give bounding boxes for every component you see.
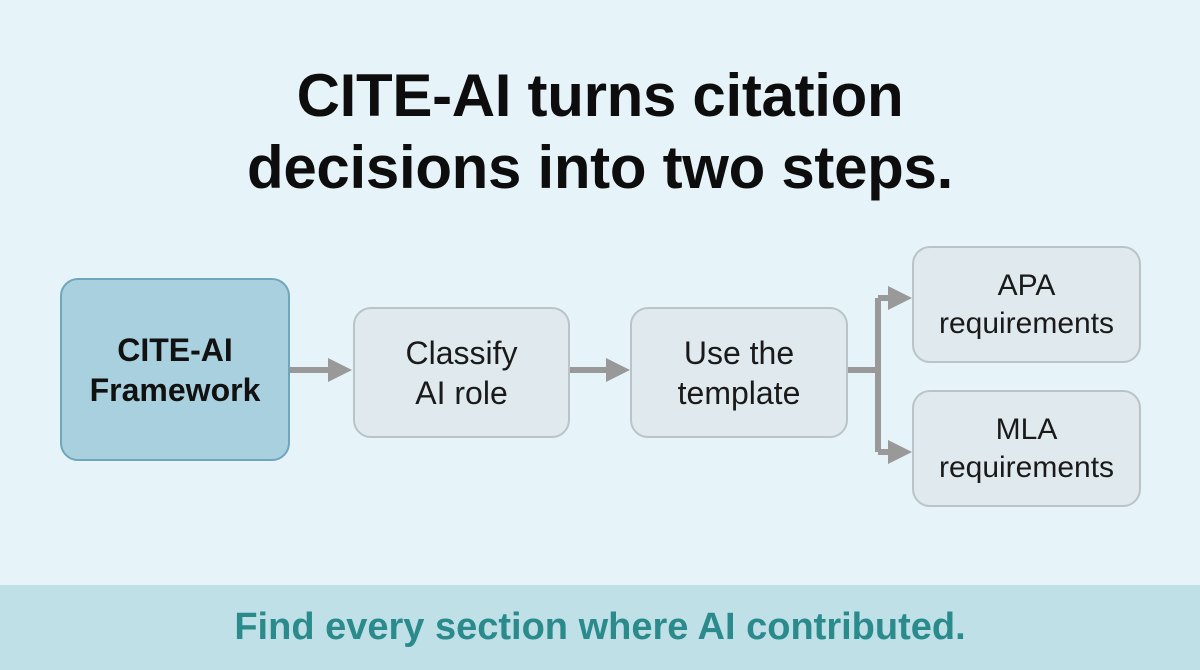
apa-label-line-2: requirements [938,306,1115,340]
framework-label-line-2: Framework [89,371,261,408]
classify-label-line-2: AI role [415,374,508,411]
classify-label-line-1: Classify [405,334,518,371]
mla-requirements-node: MLA requirements [912,390,1141,507]
arrowhead-classify [328,358,352,382]
template-label-line-2: template [677,374,801,411]
mla-label-line-2: requirements [938,450,1115,484]
arrowhead-apa [888,286,912,310]
apa-requirements-node: APA requirements [912,246,1141,363]
mla-label-line-1: MLA [995,412,1058,446]
cite-ai-framework-node: CITE-AI Framework [60,278,290,461]
classify-ai-role-node: Classify AI role [353,307,570,438]
footer-banner: Find every section where AI contributed. [0,585,1200,670]
use-template-node: Use the template [630,307,848,438]
title-line-2: decisions into two steps. [247,134,953,201]
template-label-line-1: Use the [683,334,795,371]
arrowhead-template [606,358,630,382]
apa-label-line-1: APA [997,268,1056,302]
framework-label-line-1: CITE-AI [117,331,233,368]
arrowhead-mla [888,440,912,464]
title-line-1: CITE-AI turns citation [296,62,904,129]
page-title: CITE-AI turns citation decisions into tw… [0,60,1200,204]
footer-text: Find every section where AI contributed. [234,606,966,648]
